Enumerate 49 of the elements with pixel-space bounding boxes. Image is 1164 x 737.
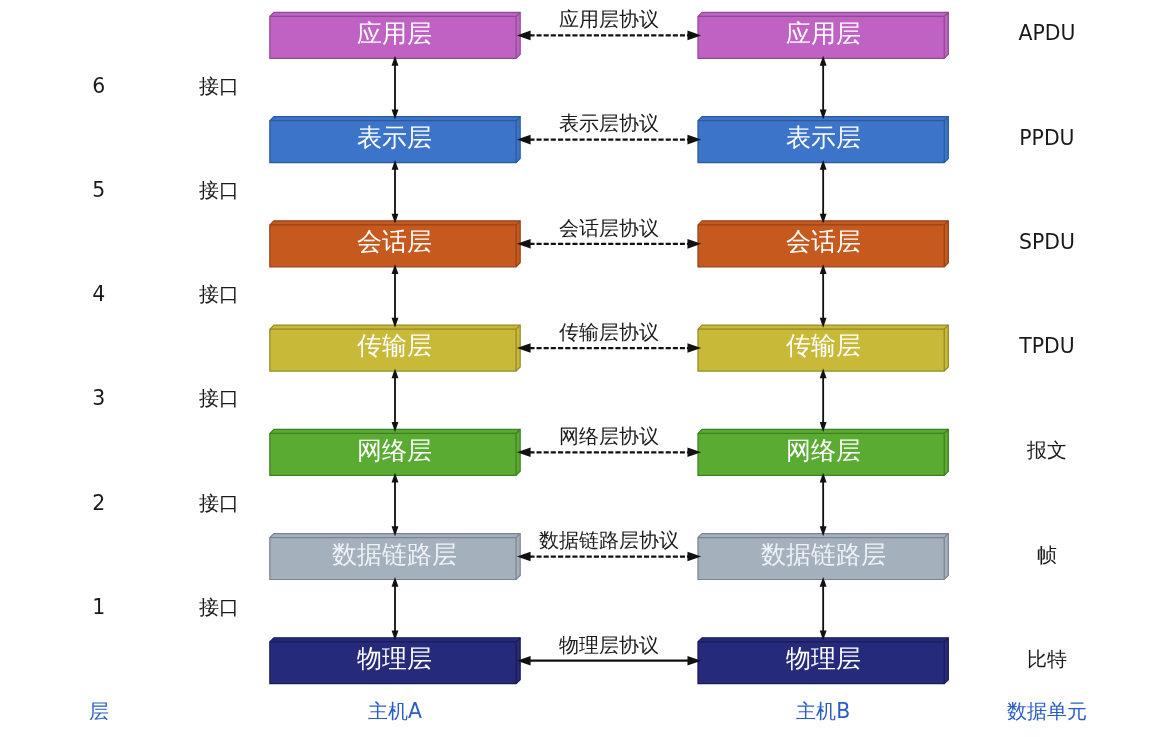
label: 接口 (199, 177, 240, 202)
edge-label: 物理层协议 (559, 632, 660, 657)
arrow (516, 30, 702, 41)
label: 4 (92, 282, 106, 307)
arrow (391, 472, 399, 537)
arrow (819, 368, 827, 432)
edge-label: 网络层协议 (559, 424, 660, 449)
label: TPDU (1019, 334, 1075, 359)
label: 帧 (1036, 542, 1057, 567)
arrow (391, 160, 399, 224)
label: 报文 (1026, 438, 1067, 463)
arrow (516, 134, 702, 145)
arrow (391, 576, 399, 641)
arrow (819, 55, 827, 120)
arrow (516, 655, 702, 666)
arrow (819, 264, 827, 328)
arrow (516, 551, 702, 562)
label: 接口 (199, 282, 240, 307)
label: 接口 (199, 386, 240, 411)
arrow (391, 264, 399, 328)
edge-label: 表示层协议 (559, 111, 660, 136)
label: 接口 (199, 594, 240, 619)
arrow (391, 55, 399, 120)
label: PPDU (1019, 125, 1075, 150)
label: 接口 (199, 73, 240, 98)
arrow (516, 343, 702, 353)
arrow (391, 368, 399, 432)
edge-label: 应用层协议 (559, 7, 660, 32)
label: 接口 (199, 490, 240, 515)
arrow (516, 447, 702, 458)
label: 层 (88, 698, 109, 723)
label: APDU (1018, 21, 1076, 46)
label: 2 (92, 490, 106, 515)
label: 数据单元 (1006, 698, 1087, 723)
label: 5 (92, 177, 106, 202)
edge-label: 传输层协议 (559, 319, 660, 344)
edge-label: 会话层协议 (559, 215, 660, 240)
edge-label: 数据链路层协议 (539, 528, 680, 553)
arrow (819, 576, 827, 641)
arrow (516, 239, 702, 249)
arrow (819, 472, 827, 537)
label: 6 (92, 73, 106, 98)
label: 1 (92, 594, 106, 619)
arrow (819, 160, 827, 224)
label: 主机B (796, 698, 851, 723)
label: 主机A (368, 698, 422, 723)
label: 3 (92, 386, 106, 411)
label: SPDU (1018, 229, 1075, 254)
label: 比特 (1026, 646, 1067, 671)
